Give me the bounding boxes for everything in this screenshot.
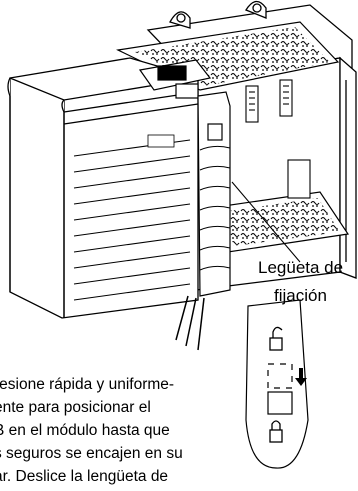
bottom-connector-board: [209, 159, 350, 253]
callout-leader-line: [231, 181, 301, 263]
body-text-line: B en el módulo hasta que: [0, 422, 170, 439]
body-text-line: resione rápida y uniforme-: [0, 376, 175, 393]
unlock-icon: [269, 326, 283, 351]
body-text-line: s seguros se encajen en su: [0, 445, 183, 462]
body-text-line: ente para posicionar el: [0, 399, 151, 416]
module-latch: [138, 59, 212, 99]
callout-oval: [245, 299, 309, 469]
callout-label-line2: fijación: [274, 286, 327, 305]
arrow-down-icon: [295, 368, 307, 386]
cable-module: [175, 91, 231, 351]
latch-open-indicator: [267, 363, 293, 415]
power-supply-module: [7, 57, 199, 319]
slot-guides: [245, 79, 293, 123]
body-text-line: ar. Deslice la lengüeta de: [0, 468, 169, 485]
lock-icon: [269, 420, 283, 443]
callout-label-line1: Legüeta de: [258, 258, 344, 277]
